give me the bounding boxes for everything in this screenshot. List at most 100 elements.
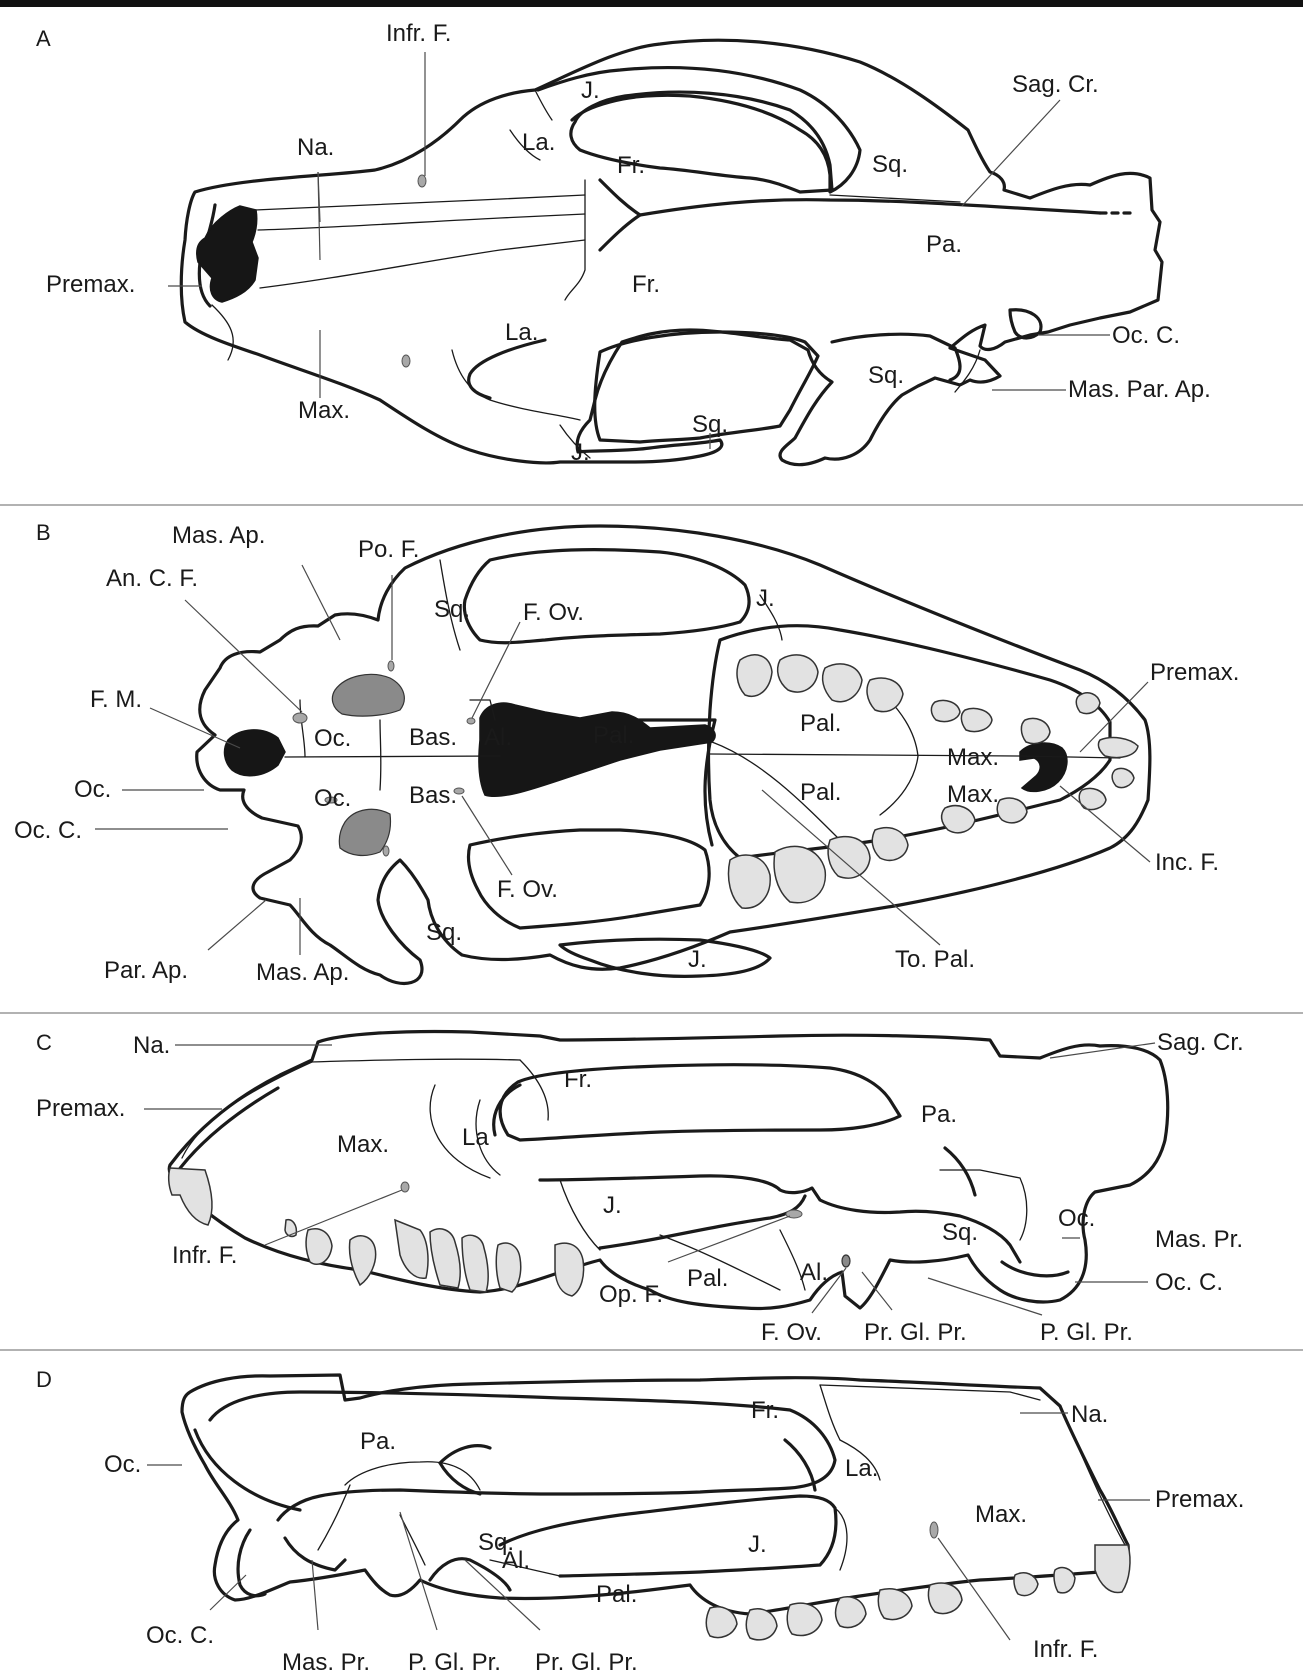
label-c-la: La	[462, 1124, 489, 1151]
tooth-b-13	[872, 828, 908, 861]
frontal-arc-d	[785, 1440, 815, 1490]
tooth-c-4	[349, 1236, 375, 1285]
pal-max-suture-bottom	[880, 756, 918, 815]
label-c-al: Al.	[800, 1259, 828, 1286]
palate-b-right	[709, 626, 1111, 858]
label-b-f-m: F. M.	[90, 686, 142, 713]
auditory-bulla-bottom	[339, 809, 390, 855]
panel-c: C	[36, 1029, 1244, 1346]
label-a-fr-top: Fr.	[617, 152, 645, 179]
glenoid-d	[430, 1559, 510, 1590]
label-d-pr-gl-pr: Pr. Gl. Pr.	[535, 1649, 638, 1676]
label-a-pa: Pa.	[926, 231, 962, 258]
label-c-sag-cr: Sag. Cr.	[1157, 1029, 1244, 1056]
label-a-la-bottom: La.	[505, 319, 538, 346]
tooth-c-9	[555, 1243, 584, 1296]
panel-letter-c: C	[36, 1030, 52, 1055]
panel-letter-d: D	[36, 1367, 52, 1392]
tooth-b-3	[823, 664, 862, 702]
nasal-suture-c	[310, 1059, 520, 1062]
jugal-lacrimal-suture	[535, 90, 552, 120]
tooth-d-6	[836, 1597, 867, 1628]
label-b-pal-top: Pal.	[800, 710, 841, 737]
label-c-max: Max.	[337, 1131, 389, 1158]
label-c-op-f: Op. F.	[599, 1281, 663, 1308]
panel-b: B	[14, 520, 1239, 986]
label-b-max-bottom: Max.	[947, 781, 999, 808]
label-d-pal: Pal.	[596, 1581, 637, 1608]
leader-sag-cr	[962, 100, 1060, 206]
postglenoid-foramen	[388, 661, 394, 671]
label-c-pal: Pal.	[687, 1265, 728, 1292]
label-c-mas-pr: Mas. Pr.	[1155, 1226, 1243, 1253]
tooth-b-4	[867, 678, 903, 712]
label-c-sq: Sq.	[942, 1219, 978, 1246]
tooth-d-2	[1054, 1568, 1075, 1593]
frontal-suture-bottom	[600, 215, 640, 250]
leader-mas-ap-top	[302, 565, 340, 640]
lower-teeth-b	[729, 768, 1135, 908]
maxilla-premaxilla-suture	[212, 305, 233, 360]
tooth-d-8	[746, 1609, 777, 1640]
label-b-al: Al.	[484, 724, 512, 751]
label-a-sq-top: Sq.	[872, 151, 908, 178]
label-b-po-f: Po. F.	[358, 536, 419, 563]
label-d-max: Max.	[975, 1501, 1027, 1528]
label-c-pa: Pa.	[921, 1101, 957, 1128]
label-d-la: La.	[845, 1455, 878, 1482]
incisive-foramen	[1020, 743, 1067, 791]
label-b-inc-f: Inc. F.	[1155, 849, 1219, 876]
orbit-lateral-c	[500, 1065, 900, 1140]
label-b-an-c-f: An. C. F.	[106, 565, 198, 592]
infraorbital-foramen-dorsal	[418, 175, 426, 187]
label-d-oc: Oc.	[104, 1451, 141, 1478]
label-a-sq-bottom: Sq.	[868, 362, 904, 389]
foramen-small-dorsal	[402, 355, 410, 367]
squamosal-arc-c	[945, 1148, 975, 1195]
label-d-p-gl-pr: P. Gl. Pr.	[408, 1649, 501, 1676]
tooth-c-8	[496, 1243, 520, 1292]
label-d-premax: Premax.	[1155, 1486, 1244, 1513]
lacrimal-c	[494, 1085, 520, 1135]
label-c-infr-f: Infr. F.	[172, 1242, 237, 1269]
tooth-c-5	[395, 1220, 428, 1278]
tooth-d-1	[1095, 1545, 1130, 1593]
tooth-c-2	[285, 1220, 296, 1237]
panel-letter-a: A	[36, 26, 51, 51]
label-b-oc-bottom: Oc.	[314, 785, 351, 812]
leader-c-p-gl-pr	[928, 1278, 1042, 1315]
label-d-mas-pr: Mas. Pr.	[282, 1649, 370, 1676]
skull-outline-lateral-c	[169, 1031, 1167, 1308]
lacrimal-curve	[469, 340, 545, 398]
label-c-f-ov: F. Ov.	[761, 1319, 822, 1346]
leader-c-infr-f	[265, 1190, 402, 1245]
label-b-to-pal: To. Pal.	[895, 946, 975, 973]
tooth-b-1	[737, 655, 772, 696]
label-b-bas-bottom: Bas.	[409, 782, 457, 809]
top-rule	[0, 0, 1303, 7]
label-a-j-bottom: J.	[571, 439, 590, 466]
label-d-na: Na.	[1071, 1401, 1108, 1428]
nasal-line-1	[255, 195, 585, 210]
label-a-oc-c: Oc. C.	[1112, 322, 1180, 349]
label-c-pr-gl-pr: Pr. Gl. Pr.	[864, 1319, 967, 1346]
label-a-j-top: J.	[581, 77, 600, 104]
tooth-d-7	[787, 1603, 822, 1635]
label-b-bas-top: Bas.	[409, 724, 457, 751]
label-a-la-top: La.	[522, 129, 555, 156]
label-c-fr: Fr.	[564, 1066, 592, 1093]
label-d-fr: Fr.	[751, 1397, 779, 1424]
label-b-oc-left: Oc.	[74, 776, 111, 803]
nasal-line-3	[260, 240, 585, 288]
tooth-c-6	[430, 1229, 460, 1288]
label-b-mas-ap-top: Mas. Ap.	[172, 522, 265, 549]
label-a-na: Na.	[297, 134, 334, 161]
occipital-condyle-dorsal	[1010, 310, 1041, 338]
tooth-b-8	[1076, 693, 1100, 714]
tooth-b-10	[729, 855, 771, 908]
zygomatic-d	[500, 1496, 836, 1576]
skull-outline-ventral	[197, 526, 1150, 983]
frontal-suture-d	[820, 1385, 840, 1440]
label-b-max-top: Max.	[947, 744, 999, 771]
panel-a: A Infr. F. S	[36, 20, 1211, 466]
